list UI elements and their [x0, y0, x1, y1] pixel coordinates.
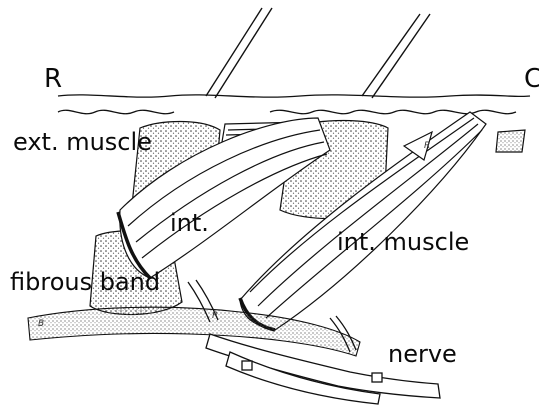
label-b-small: B — [38, 320, 44, 329]
label-nerve: nerve — [388, 342, 457, 366]
label-r-small: R — [424, 142, 430, 151]
label-fibrous-band: fibrous band — [10, 270, 160, 294]
label-int: int. — [170, 211, 209, 235]
label-r: R — [44, 66, 62, 92]
oblique-fiber-lines — [206, 8, 430, 98]
label-p-small: P — [212, 312, 217, 321]
label-int-muscle: int. muscle — [337, 230, 469, 254]
label-ext-muscle: ext. muscle — [13, 130, 152, 154]
surface-line — [58, 95, 530, 114]
label-c: C — [524, 66, 539, 92]
fibrous-band — [28, 307, 360, 356]
